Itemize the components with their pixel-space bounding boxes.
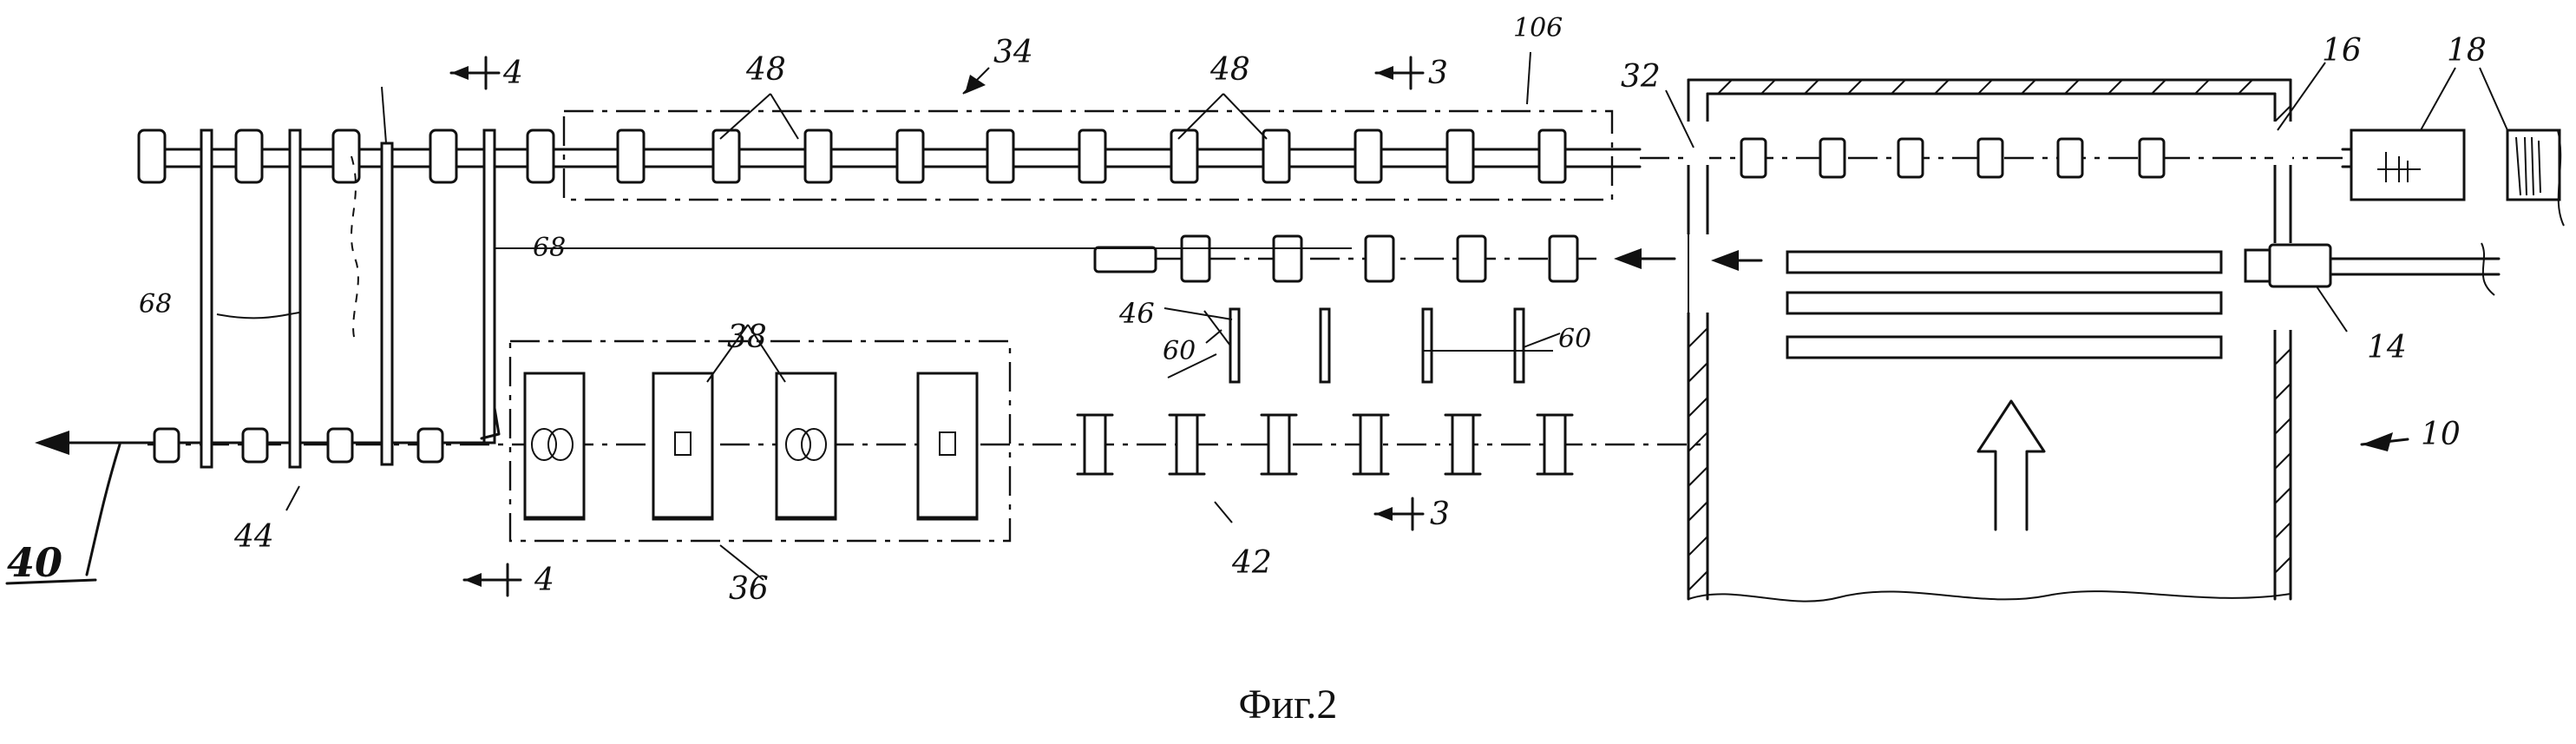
label-18: 18	[2447, 33, 2487, 69]
label-3-top: 3	[1428, 56, 1448, 91]
middle-row-46	[1095, 236, 1675, 281]
label-14: 14	[2367, 330, 2407, 365]
label-38: 38	[727, 319, 767, 355]
label-3-bottom: 3	[1430, 497, 1450, 532]
label-48-b: 48	[1209, 52, 1250, 88]
label-60-right: 60	[1558, 324, 1591, 354]
pusher-14	[2245, 243, 2499, 295]
cages-38	[525, 373, 977, 519]
label-10: 10	[2421, 417, 2461, 452]
label-42: 42	[1231, 545, 1272, 581]
upper-rollers	[139, 130, 1565, 182]
label-32: 32	[1621, 59, 1661, 95]
break-line	[351, 156, 358, 343]
label-4-bottom: 4	[534, 563, 554, 598]
label-68-right: 68	[533, 233, 566, 263]
label-4-top: 4	[502, 56, 523, 91]
label-44: 44	[233, 519, 274, 555]
figure-caption: Фиг.2	[0, 681, 2576, 728]
label-34: 34	[993, 35, 1033, 70]
guides-60	[1230, 309, 1524, 382]
label-40: 40	[7, 539, 62, 586]
label-36: 36	[729, 571, 769, 607]
arrow-34	[965, 75, 986, 94]
label-106: 106	[1513, 13, 1563, 43]
label-60-left: 60	[1163, 336, 1196, 366]
label-16: 16	[2322, 33, 2362, 69]
label-68-left: 68	[139, 289, 172, 319]
label-48-a: 48	[745, 52, 786, 88]
label-46: 46	[1118, 297, 1155, 330]
item-18	[2351, 130, 2564, 226]
